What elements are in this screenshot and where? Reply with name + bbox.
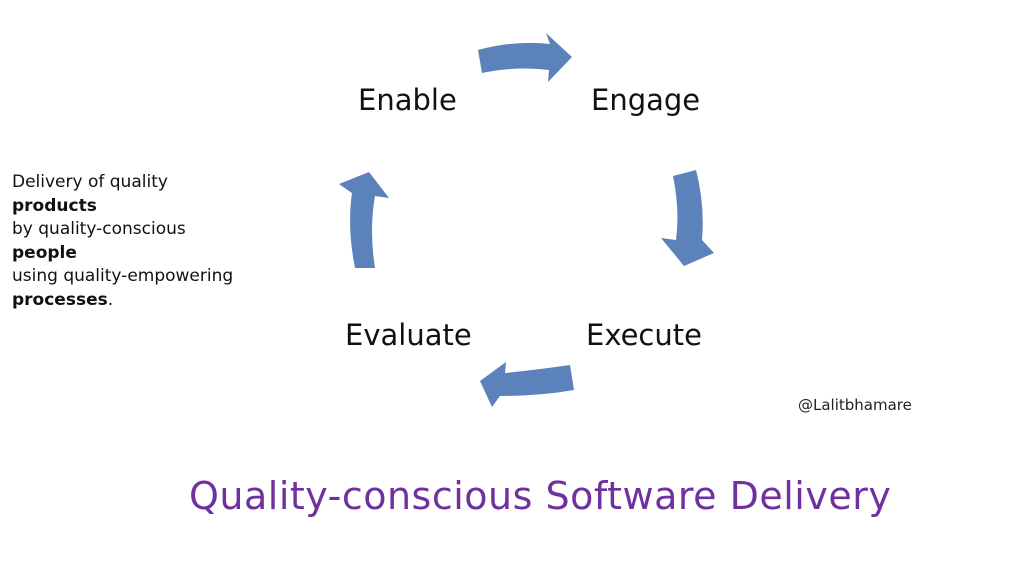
- slide-title: Quality-conscious Software Delivery: [189, 474, 892, 518]
- definition-line: people: [12, 242, 77, 263]
- definition-line: products: [12, 195, 97, 216]
- node-engage: Engage: [591, 83, 701, 117]
- definition-line: using quality-empowering: [12, 266, 234, 286]
- arrow-down-icon: [661, 170, 714, 266]
- node-execute: Execute: [586, 318, 702, 352]
- arrow-right-icon: [478, 33, 572, 82]
- arrow-left-icon: [480, 362, 574, 407]
- definition-text: Delivery of quality products by quality-…: [12, 171, 233, 312]
- author-credit: @Lalitbhamare: [798, 396, 912, 414]
- definition-line: processes.: [12, 289, 114, 310]
- node-evaluate: Evaluate: [345, 318, 472, 352]
- node-enable: Enable: [358, 83, 457, 117]
- arrow-up-icon: [339, 172, 389, 268]
- definition-line: by quality-conscious: [12, 219, 186, 239]
- definition-line: Delivery of quality: [12, 172, 168, 192]
